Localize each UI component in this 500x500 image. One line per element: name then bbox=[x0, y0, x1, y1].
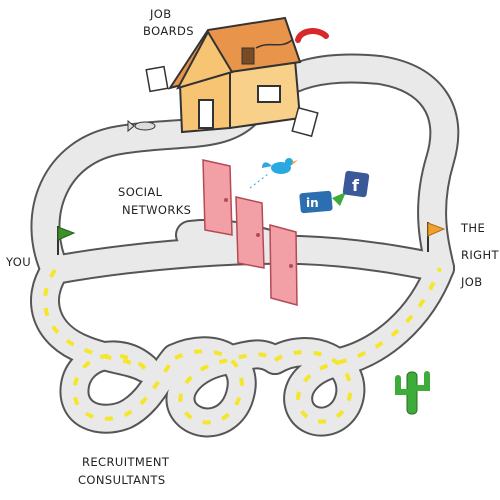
telephone-icon bbox=[295, 28, 329, 43]
lane-markings bbox=[43, 267, 442, 425]
label-the-right-job-line-1: THE bbox=[460, 221, 485, 235]
facebook-logo-text: f bbox=[352, 176, 360, 195]
label-you: YOU bbox=[5, 255, 31, 269]
cactus-icon bbox=[395, 371, 430, 415]
label-job-boards: JOB BOARDS bbox=[143, 7, 194, 38]
label-job-boards-line-2: BOARDS bbox=[143, 24, 194, 38]
road-network bbox=[30, 53, 460, 438]
label-recruitment-consultants-line-1: RECRUITMENT bbox=[82, 455, 170, 469]
bird-icon bbox=[249, 158, 298, 189]
door-icon bbox=[235, 196, 265, 269]
label-the-right-job: THE RIGHT JOB bbox=[460, 221, 500, 289]
label-the-right-job-line-3: JOB bbox=[460, 275, 483, 289]
label-social-networks-line-2: NETWORKS bbox=[122, 203, 191, 217]
start-flag-icon bbox=[57, 226, 76, 255]
door-icon bbox=[202, 159, 233, 236]
label-social-networks-line-1: SOCIAL bbox=[118, 185, 163, 199]
doors-group bbox=[202, 159, 298, 306]
fish-icon bbox=[127, 119, 156, 133]
linkedin-logo-icon: in bbox=[299, 190, 346, 214]
linkedin-logo-text: in bbox=[306, 196, 319, 210]
facebook-logo-icon: f bbox=[342, 170, 370, 198]
label-recruitment-consultants: RECRUITMENT CONSULTANTS bbox=[78, 455, 170, 487]
label-recruitment-consultants-line-2: CONSULTANTS bbox=[78, 473, 166, 487]
label-social-networks: SOCIAL NETWORKS bbox=[118, 185, 191, 217]
label-job-boards-line-1: JOB bbox=[149, 7, 172, 21]
label-the-right-job-line-2: RIGHT bbox=[461, 248, 500, 262]
door-icon bbox=[269, 224, 298, 306]
paper-scroll-icon bbox=[145, 65, 319, 138]
house-icon bbox=[167, 16, 302, 134]
finish-flag-icon bbox=[427, 222, 446, 252]
